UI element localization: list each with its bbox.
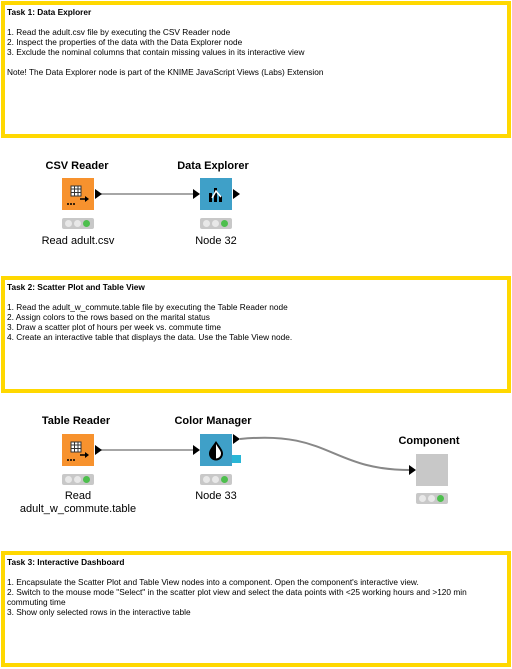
status-dot-green: [83, 476, 90, 483]
drop-icon: [209, 441, 223, 461]
table-reader-output-port[interactable]: [95, 445, 102, 455]
annotation-task1-title: Task 1: Data Explorer: [7, 7, 92, 17]
status-dot-green: [221, 476, 228, 483]
status-dot-red: [419, 495, 426, 502]
data-explorer-caption[interactable]: Node 32: [195, 235, 237, 247]
status-dot-red: [203, 476, 210, 483]
annotation-task2-line: 3. Draw a scatter plot of hours per week…: [7, 322, 221, 332]
table-reader-caption-line2: adult_w_commute.table: [19, 503, 137, 515]
annotation-task2: Task 2: Scatter Plot and Table View 1. R…: [1, 276, 511, 393]
annotation-task3-line: 3. Show only selected rows in the intera…: [7, 607, 191, 617]
color-manager-input-port[interactable]: [193, 445, 200, 455]
data-explorer-node[interactable]: [200, 178, 232, 210]
annotation-task2-line: 1. Read the adult_w_commute.table file b…: [7, 302, 288, 312]
annotation-task1: Task 1: Data Explorer 1. Read the adult.…: [1, 1, 511, 138]
annotation-task3-line: 2. Switch to the mouse mode "Select" in …: [7, 587, 470, 607]
annotation-task3-title: Task 3: Interactive Dashboard: [7, 557, 125, 567]
status-dot-red: [65, 476, 72, 483]
annotation-task3-line: 1. Encapsulate the Scatter Plot and Tabl…: [7, 577, 419, 587]
annotation-task1-note: Note! The Data Explorer node is part of …: [7, 67, 324, 77]
status-dot-green: [83, 220, 90, 227]
csv-reader-status: [62, 218, 94, 229]
table-arrow-icon: [67, 441, 89, 461]
data-explorer-status: [200, 218, 232, 229]
color-manager-caption[interactable]: Node 33: [195, 490, 237, 502]
component-node-name: Component: [398, 435, 460, 447]
annotation-task2-line: 4. Create an interactive table that disp…: [7, 332, 293, 342]
status-dot-green: [437, 495, 444, 502]
table-arrow-icon: [67, 185, 89, 205]
csv-reader-node[interactable]: [62, 178, 94, 210]
status-dot-yellow: [74, 476, 81, 483]
color-manager-status: [200, 474, 232, 485]
table-reader-node-name: Table Reader: [41, 415, 111, 427]
status-dot-red: [203, 220, 210, 227]
csv-reader-output-port[interactable]: [95, 189, 102, 199]
table-reader-status: [62, 474, 94, 485]
data-explorer-output-port[interactable]: [233, 189, 240, 199]
table-reader-caption-line1: Read: [64, 490, 92, 502]
status-dot-yellow: [74, 220, 81, 227]
color-manager-data-output-port[interactable]: [233, 434, 240, 444]
data-explorer-node-name: Data Explorer: [177, 160, 249, 172]
annotation-task1-line: 1. Read the adult.csv file by executing …: [7, 27, 231, 37]
component-status: [416, 493, 448, 504]
status-dot-green: [221, 220, 228, 227]
annotation-task2-title: Task 2: Scatter Plot and Table View: [7, 282, 145, 292]
csv-reader-caption[interactable]: Read adult.csv: [41, 235, 115, 247]
component-node[interactable]: [416, 454, 448, 486]
status-dot-yellow: [428, 495, 435, 502]
status-dot-red: [65, 220, 72, 227]
table-reader-caption[interactable]: Read adult_w_commute.table: [8, 490, 148, 516]
annotation-task3: Task 3: Interactive Dashboard 1. Encapsu…: [1, 551, 511, 667]
annotation-task1-line: 3. Exclude the nominal columns that cont…: [7, 47, 305, 57]
csv-reader-node-name: CSV Reader: [45, 160, 109, 172]
status-dot-yellow: [212, 220, 219, 227]
connection-color-manager-to-component[interactable]: [239, 436, 411, 471]
table-reader-node[interactable]: [62, 434, 94, 466]
annotation-task1-line: 2. Inspect the properties of the data wi…: [7, 37, 243, 47]
color-manager-node[interactable]: [200, 434, 232, 466]
data-explorer-input-port[interactable]: [193, 189, 200, 199]
status-dot-yellow: [212, 476, 219, 483]
annotation-task2-line: 2. Assign colors to the rows based on th…: [7, 312, 210, 322]
bar-chart-icon: [209, 188, 222, 202]
color-manager-node-name: Color Manager: [174, 415, 252, 427]
component-input-port[interactable]: [409, 465, 416, 475]
color-manager-model-output-port[interactable]: [232, 455, 241, 463]
